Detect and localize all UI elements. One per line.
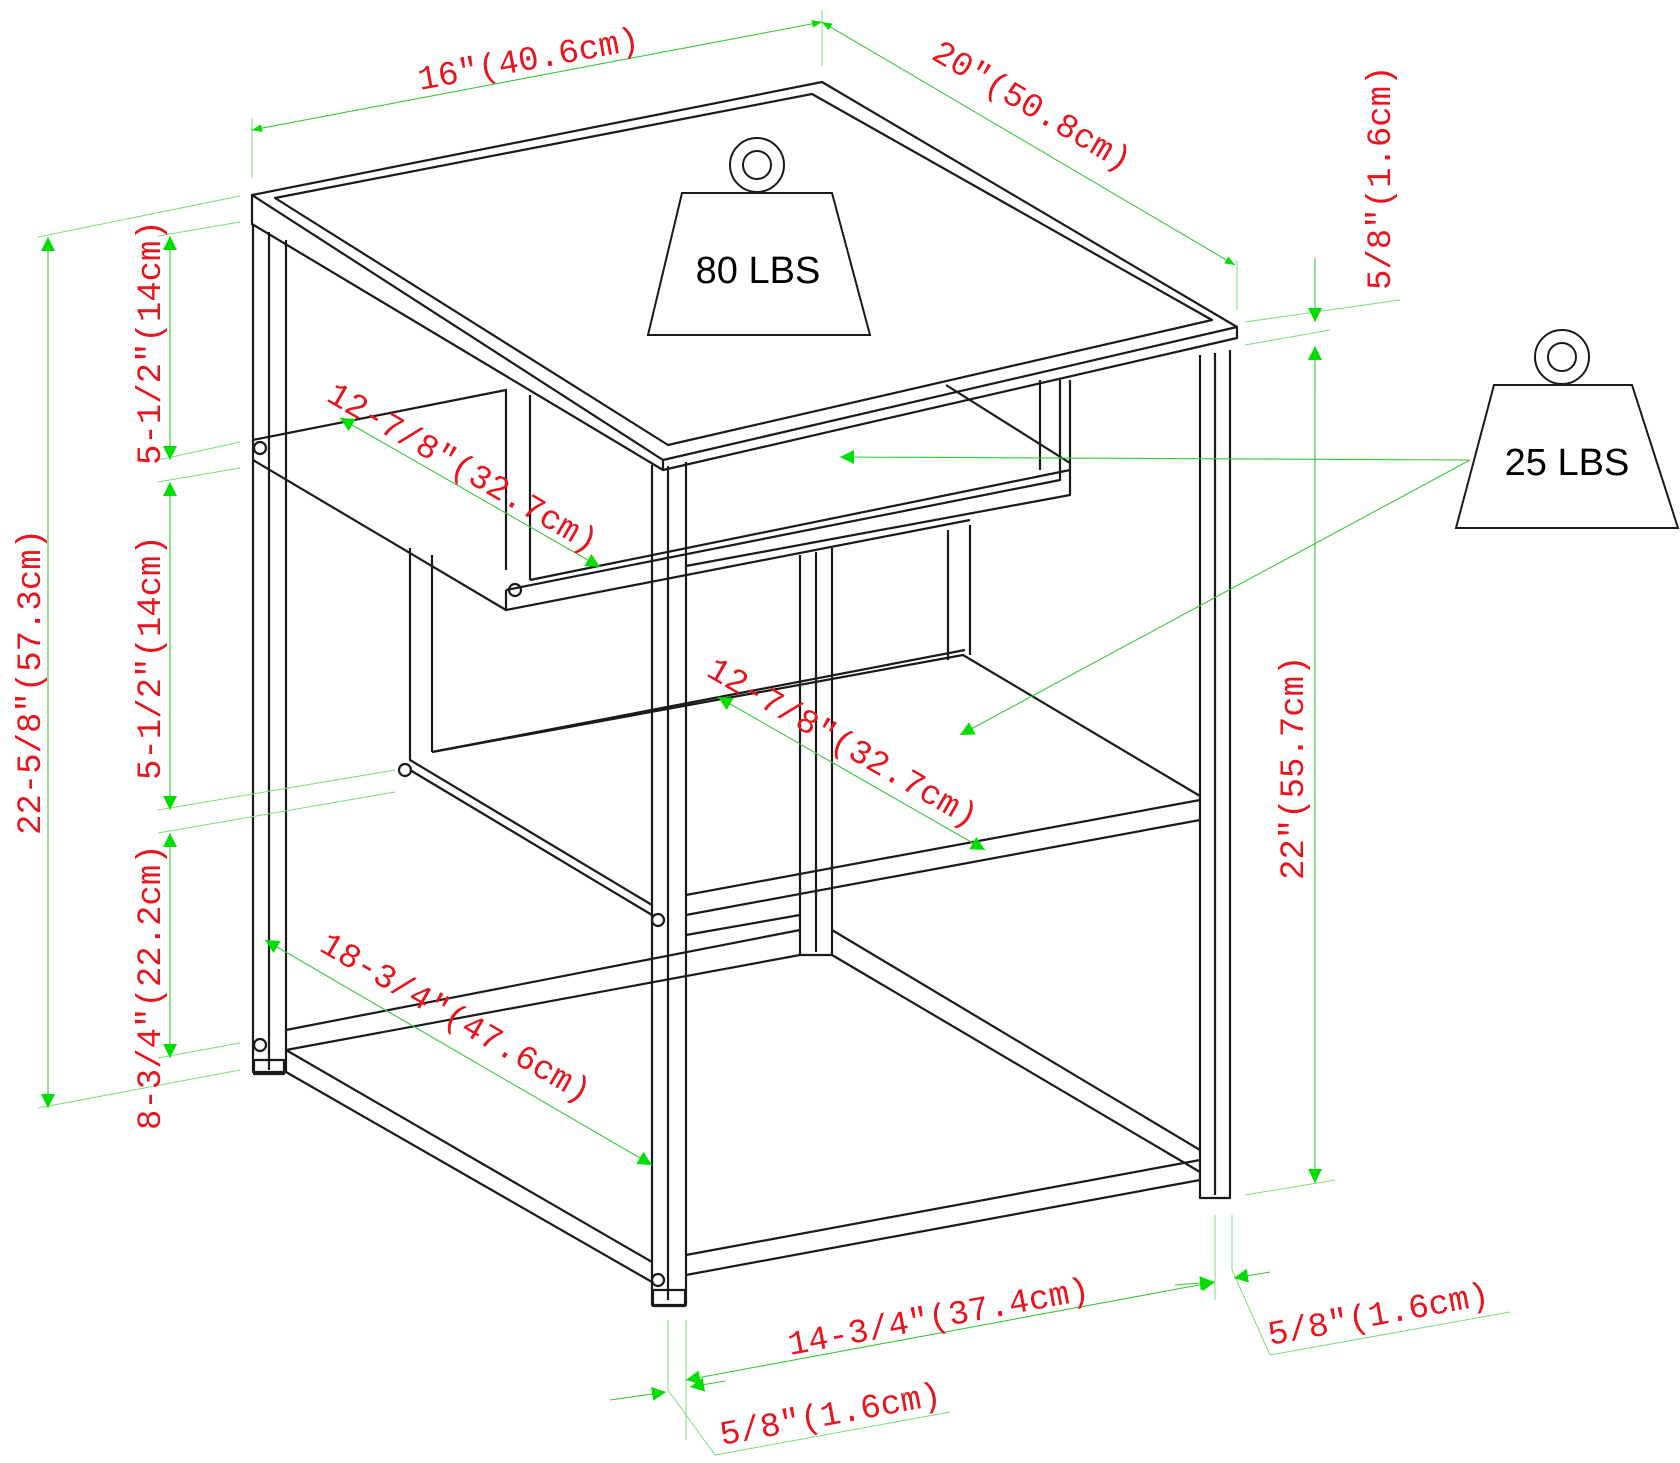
left-leg-width-label: 5/8″(1.6cm): [717, 1378, 945, 1456]
right-leg-width-label: 5/8″(1.6cm): [1265, 1278, 1493, 1356]
dimension-lines: [37, 10, 1511, 1456]
upper-shelf: [252, 380, 1072, 612]
total-height-label: 22-5/8″(57.3cm): [13, 529, 51, 835]
shelf-weight-label: 25 LBS: [1505, 442, 1630, 484]
upper-shelf-depth-label: 12-7/8″(32.7cm): [320, 377, 604, 563]
top-thickness-label: 5/8″(1.6cm): [1363, 66, 1401, 290]
middle-shelf-depth-label: 12-7/8″(32.7cm): [700, 652, 984, 838]
back-right-leg: [1198, 350, 1232, 1200]
top-weight-label: 80 LBS: [696, 250, 821, 292]
middle-gap-label: 5-1/2″(14cm): [133, 535, 171, 780]
bottom-clearance-label: 8-3/4″(22.2cm): [133, 844, 171, 1130]
front-left-leg: [251, 225, 288, 1076]
base-width-label: 14-3/4″(37.4cm): [785, 1273, 1093, 1366]
front-right-leg: [650, 462, 688, 1308]
weight-icon: 25 LBS: [1454, 329, 1680, 529]
weight-icon: 80 LBS: [646, 137, 872, 336]
top-width-label: 16″(40.6cm): [415, 23, 643, 101]
top-depth-label: 20″(50.8cm): [924, 35, 1137, 182]
base-depth-label: 18-3/4″(47.6cm): [313, 927, 597, 1113]
frame-height-label: 22″(55.7cm): [1276, 656, 1314, 880]
lower-frame: [285, 913, 1201, 1283]
upper-gap-label: 5-1/2″(14cm): [133, 220, 171, 465]
